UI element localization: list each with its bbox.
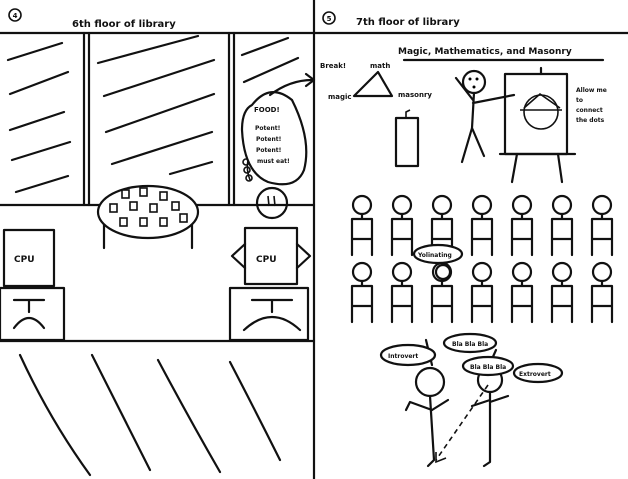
podium — [394, 109, 420, 168]
panel-5-number: 5 — [322, 11, 336, 25]
svg-text:Extrovert: Extrovert — [519, 371, 551, 378]
audience-speech-bubble: Yolinating — [412, 243, 464, 281]
svg-text:the dots: the dots — [576, 117, 605, 124]
presenter — [454, 69, 516, 164]
floor-strokes — [18, 353, 282, 477]
audience-member — [470, 194, 494, 257]
svg-text:CPU: CPU — [256, 255, 277, 265]
panel-4-title: 6th floor of library — [72, 19, 176, 30]
audience-member — [510, 261, 534, 324]
audience-member — [430, 194, 454, 257]
svg-text:math: math — [370, 62, 390, 70]
panel-4-number: 4 — [8, 8, 22, 22]
audience-member — [350, 194, 374, 257]
audience-member — [550, 261, 574, 324]
panel-5-title: 7th floor of library — [356, 17, 460, 28]
magic-triangle: Break! math magic masonry — [320, 62, 432, 101]
windows — [0, 31, 316, 207]
svg-text:Yolinating: Yolinating — [417, 252, 452, 259]
audience-member — [590, 194, 614, 257]
svg-text:Potent!: Potent! — [255, 125, 280, 132]
svg-text:magic: magic — [328, 93, 352, 101]
svg-text:Allow me: Allow me — [576, 87, 607, 94]
audience-member — [390, 261, 414, 324]
audience-member — [550, 194, 574, 257]
svg-text:Bla Bla Bla: Bla Bla Bla — [452, 341, 488, 348]
svg-text:Break!: Break! — [320, 62, 346, 70]
svg-text:CPU: CPU — [14, 255, 35, 265]
svg-text:FOOD!: FOOD! — [254, 106, 280, 114]
audience-member — [470, 261, 494, 324]
svg-text:Potent!: Potent! — [256, 136, 281, 143]
audience-member — [590, 261, 614, 324]
svg-text:Potent!: Potent! — [256, 147, 281, 154]
audience-member — [510, 194, 534, 257]
food-thought-bubble: FOOD! Potent! Potent! Potent! must eat! — [240, 72, 316, 186]
svg-text:Bla Bla Bla: Bla Bla Bla — [470, 364, 506, 371]
cpu-left: CPU — [0, 228, 66, 342]
easel: Allow me to connect the dots — [498, 66, 607, 184]
svg-text:Introvert: Introvert — [388, 353, 418, 360]
table — [96, 184, 200, 250]
introvert-extrovert-scene: Introvert Bla Bla Bla Bla Bla Bla Extrov… — [379, 332, 564, 468]
svg-text:5: 5 — [327, 15, 332, 23]
lecture-banner: Magic, Mathematics, and Masonry — [398, 47, 572, 57]
audience-member — [390, 194, 414, 257]
svg-text:to: to — [576, 97, 583, 104]
svg-text:masonry: masonry — [398, 91, 432, 99]
svg-text:must eat!: must eat! — [257, 158, 290, 165]
svg-text:connect: connect — [576, 107, 603, 114]
audience-member — [350, 261, 374, 324]
svg-text:4: 4 — [13, 12, 18, 20]
worker-with-cpu: CPU — [228, 158, 312, 342]
audience-chairs — [350, 194, 614, 324]
